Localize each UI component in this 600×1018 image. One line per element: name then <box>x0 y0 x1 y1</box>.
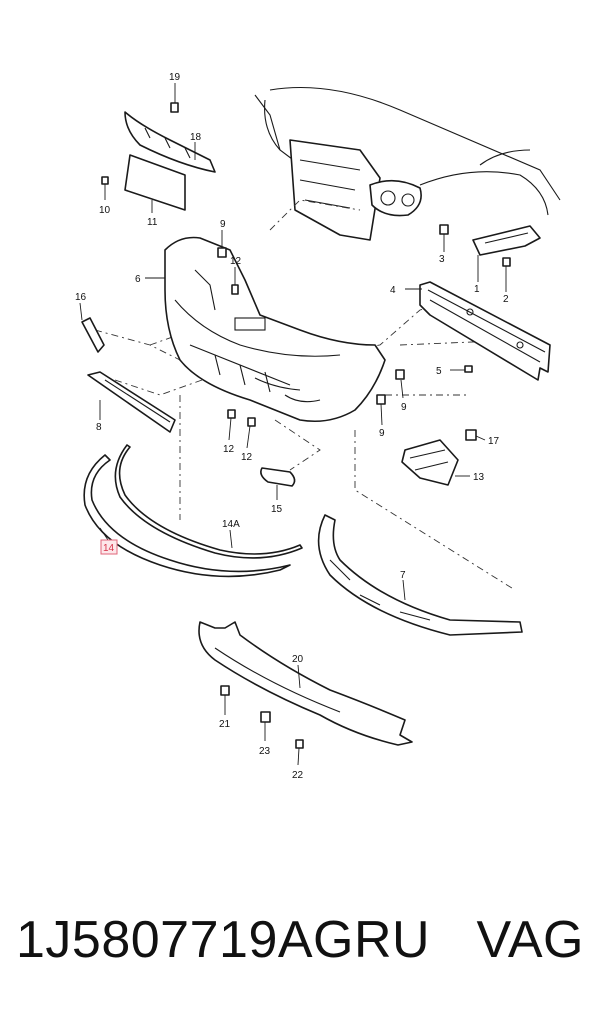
callout-2: 2 <box>503 294 509 305</box>
license-plate-bracket <box>124 111 216 211</box>
callout-14a: 14A <box>222 519 240 530</box>
callout-8: 8 <box>96 422 102 433</box>
callout-7: 7 <box>400 570 406 581</box>
callout-9b: 9 <box>401 402 407 413</box>
callout-17: 17 <box>488 436 500 447</box>
part-number: 1J5807719AGRU <box>16 911 431 969</box>
bumper-strip-14 <box>83 454 291 578</box>
callout-leaders <box>79 83 507 766</box>
callout-23: 23 <box>259 746 271 757</box>
bumper-absorber <box>198 621 413 746</box>
callout-16: 16 <box>75 292 87 303</box>
callout-1: 1 <box>474 284 480 295</box>
callout-13: 13 <box>473 472 485 483</box>
fog-light-cover <box>260 467 296 487</box>
callout-9c: 9 <box>379 428 385 439</box>
callout-14-highlight <box>100 539 118 555</box>
callout-6: 6 <box>135 274 141 285</box>
lower-spoiler <box>317 514 523 636</box>
callout-10: 10 <box>99 205 111 216</box>
guide-bracket <box>401 439 459 486</box>
callout-12a: 12 <box>230 256 242 267</box>
side-trim-left <box>81 317 105 353</box>
callout-4: 4 <box>390 285 396 296</box>
callout-14: 14 <box>103 543 115 554</box>
car-body-outline <box>254 86 561 241</box>
callout-3: 3 <box>439 254 445 265</box>
callout-12b: 12 <box>223 444 235 455</box>
bumper-strip-14a <box>114 444 303 559</box>
callout-9a: 9 <box>220 219 226 230</box>
brand-name: VAG <box>476 911 584 969</box>
callout-22: 22 <box>292 770 304 781</box>
callout-12c: 12 <box>241 452 253 463</box>
callout-20: 20 <box>292 654 304 665</box>
parts-exploded-diagram: 19 18 10 11 6 9 12 16 8 4 3 1 2 5 9 9 12… <box>75 72 561 781</box>
caption-bar: 1J5807719AGRU VAG <box>0 900 600 980</box>
callout-21: 21 <box>219 719 231 730</box>
callout-11: 11 <box>147 217 158 228</box>
reinforcement-bar <box>419 281 551 381</box>
callout-labels: 19 18 10 11 6 9 12 16 8 4 3 1 2 5 9 9 12… <box>75 72 509 781</box>
callout-15: 15 <box>271 504 283 515</box>
callout-18: 18 <box>190 132 202 143</box>
fasteners <box>101 102 511 749</box>
bumper-cover <box>164 236 386 423</box>
lower-grille-left <box>87 371 176 433</box>
side-mount-bracket <box>472 225 541 256</box>
callout-5: 5 <box>436 366 442 377</box>
callout-19: 19 <box>169 72 181 83</box>
